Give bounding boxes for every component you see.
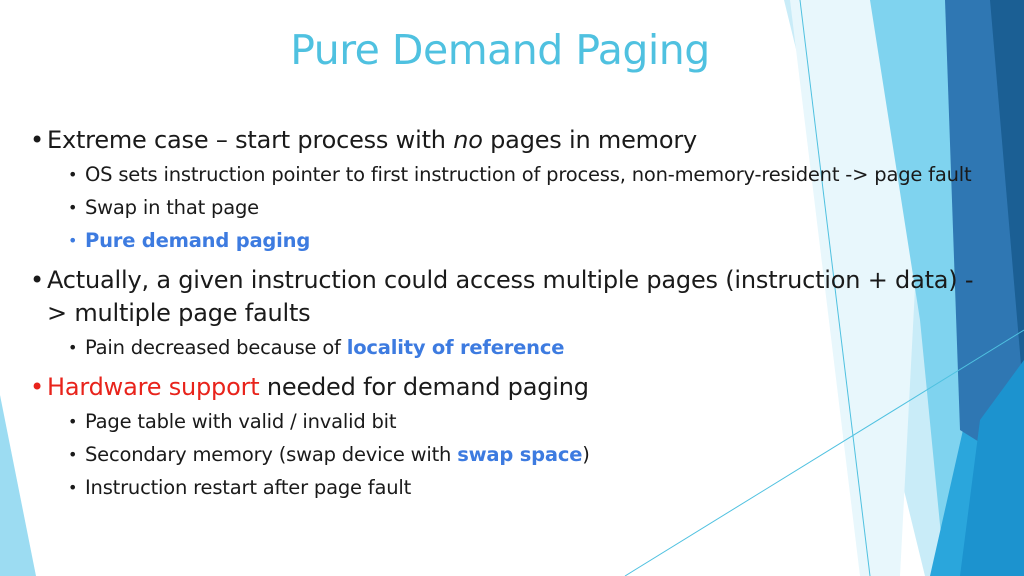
sub-bullet-pure-demand: • Pure demand paging <box>68 227 975 254</box>
sub-bullet-instruction-restart: • Instruction restart after page fault <box>68 474 975 501</box>
bullet-text: needed for demand paging <box>259 373 589 401</box>
bullet-dot-icon: • <box>68 412 78 431</box>
bullet-dot-icon: • <box>68 198 78 217</box>
sub-bullet-text: Secondary memory (swap device with <box>85 443 458 466</box>
sub-bullet-text: Instruction restart after page fault <box>85 476 412 499</box>
bullet-emphasis: no <box>453 126 483 154</box>
bullet-dot-icon: • <box>68 478 78 497</box>
sub-bullet-os-sets-ip: • OS sets instruction pointer to first i… <box>68 161 975 188</box>
sub-bullet-text: Page table with valid / invalid bit <box>85 410 397 433</box>
highlight-term: swap space <box>457 443 583 466</box>
bullet-dot-icon: • <box>30 126 44 154</box>
right-accent-darker <box>990 0 1024 400</box>
sub-bullet-text: ) <box>582 443 590 466</box>
bullet-text: pages in memory <box>482 126 698 154</box>
highlight-term-red: Hardware support <box>47 373 260 401</box>
diagonal-line-1 <box>799 0 871 576</box>
right-accent-bottom <box>960 360 1024 576</box>
slide-title: Pure Demand Paging <box>290 26 710 74</box>
sub-bullet-secondary-memory: • Secondary memory (swap device with swa… <box>68 441 975 468</box>
sub-bullet-text: OS sets instruction pointer to first ins… <box>85 163 972 186</box>
sub-bullet-text: Pain decreased because of <box>85 336 347 359</box>
sub-bullet-text: Swap in that page <box>85 196 259 219</box>
left-accent-shape <box>0 395 36 576</box>
bullet-hardware-support: • Hardware support needed for demand pag… <box>30 371 975 404</box>
slide-body: • Extreme case – start process with no p… <box>30 124 975 507</box>
bullet-extreme-case: • Extreme case – start process with no p… <box>30 124 975 157</box>
sub-bullet-swap-in: • Swap in that page <box>68 194 975 221</box>
bullet-text: Actually, a given instruction could acce… <box>47 266 974 327</box>
sub-bullet-page-table: • Page table with valid / invalid bit <box>68 408 975 435</box>
highlight-term: locality of reference <box>346 336 565 359</box>
bullet-multiple-pages: • Actually, a given instruction could ac… <box>30 264 975 330</box>
bullet-text: Extreme case – start process with <box>47 126 454 154</box>
sub-bullet-locality: • Pain decreased because of locality of … <box>68 334 975 361</box>
bullet-dot-icon: • <box>68 338 78 357</box>
bullet-dot-icon: • <box>68 231 78 250</box>
bullet-dot-icon: • <box>30 373 44 401</box>
bullet-dot-icon: • <box>68 165 78 184</box>
highlight-term: Pure demand paging <box>85 229 311 252</box>
diagonal-line-2 <box>624 329 1024 576</box>
bullet-dot-icon: • <box>30 266 44 294</box>
bullet-dot-icon: • <box>68 445 78 464</box>
